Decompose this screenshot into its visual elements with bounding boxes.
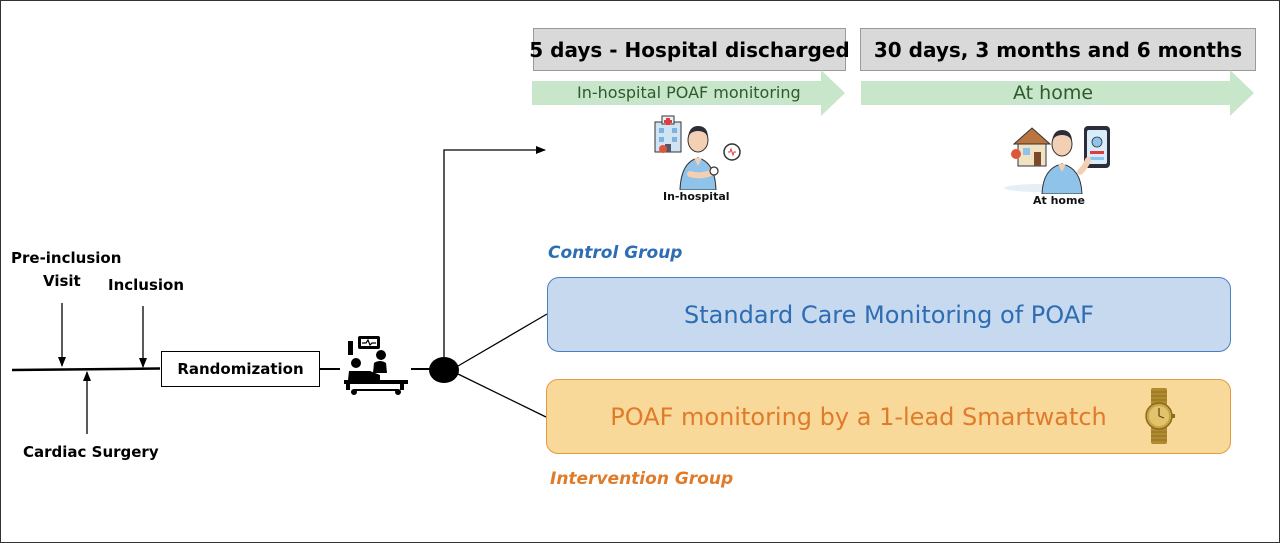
home-phase-arrow-label: At home [1013,82,1094,104]
home-phase-header-text: 30 days, 3 months and 6 months [873,37,1243,62]
branch-to-control [457,313,548,367]
timeline-branch-arrow [443,146,546,357]
pre-inclusion-visit-label: Visit [43,272,81,290]
home-phase-header: 30 days, 3 months and 6 months [860,28,1256,71]
patient-in-bed-icon [344,336,408,395]
in-hospital-caption: In-hospital [663,190,730,203]
branch-to-intervention [457,373,547,418]
randomization-label: Randomization [177,360,304,378]
hospital-phase-arrow-label: In-hospital POAF monitoring [577,83,801,102]
timeline-line [11,367,161,372]
person-with-phone-icon [1004,126,1110,194]
control-group-title: Control Group [548,243,683,263]
intervention-group-box: POAF monitoring by a 1-lead Smartwatch [546,379,1231,454]
cardiac-surgery-label: Cardiac Surgery [23,443,159,461]
doctor-with-smartwatch-icon [654,115,741,190]
branch-node [429,357,459,383]
inclusion-label: Inclusion [108,276,185,294]
hospital-phase-header-text: 5 days - Hospital discharged [529,37,850,62]
hospital-phase-arrow-head [821,70,845,116]
at-home-caption: At home [1033,194,1085,207]
control-group-box: Standard Care Monitoring of POAF [547,277,1231,352]
gold-wristwatch-icon [1145,388,1175,444]
intervention-group-title: Intervention Group [550,469,734,489]
hospital-phase-arrow-body [532,81,821,105]
randomization-box: Randomization [161,351,320,387]
control-group-box-text: Standard Care Monitoring of POAF [684,300,1094,329]
home-phase-arrow-head [1230,70,1254,116]
pre-inclusion-label: Pre-inclusion [11,249,122,267]
home-phase-arrow-body [861,81,1230,105]
hospital-phase-header: 5 days - Hospital discharged [529,28,850,71]
intervention-group-box-text: POAF monitoring by a 1-lead Smartwatch [610,402,1107,431]
